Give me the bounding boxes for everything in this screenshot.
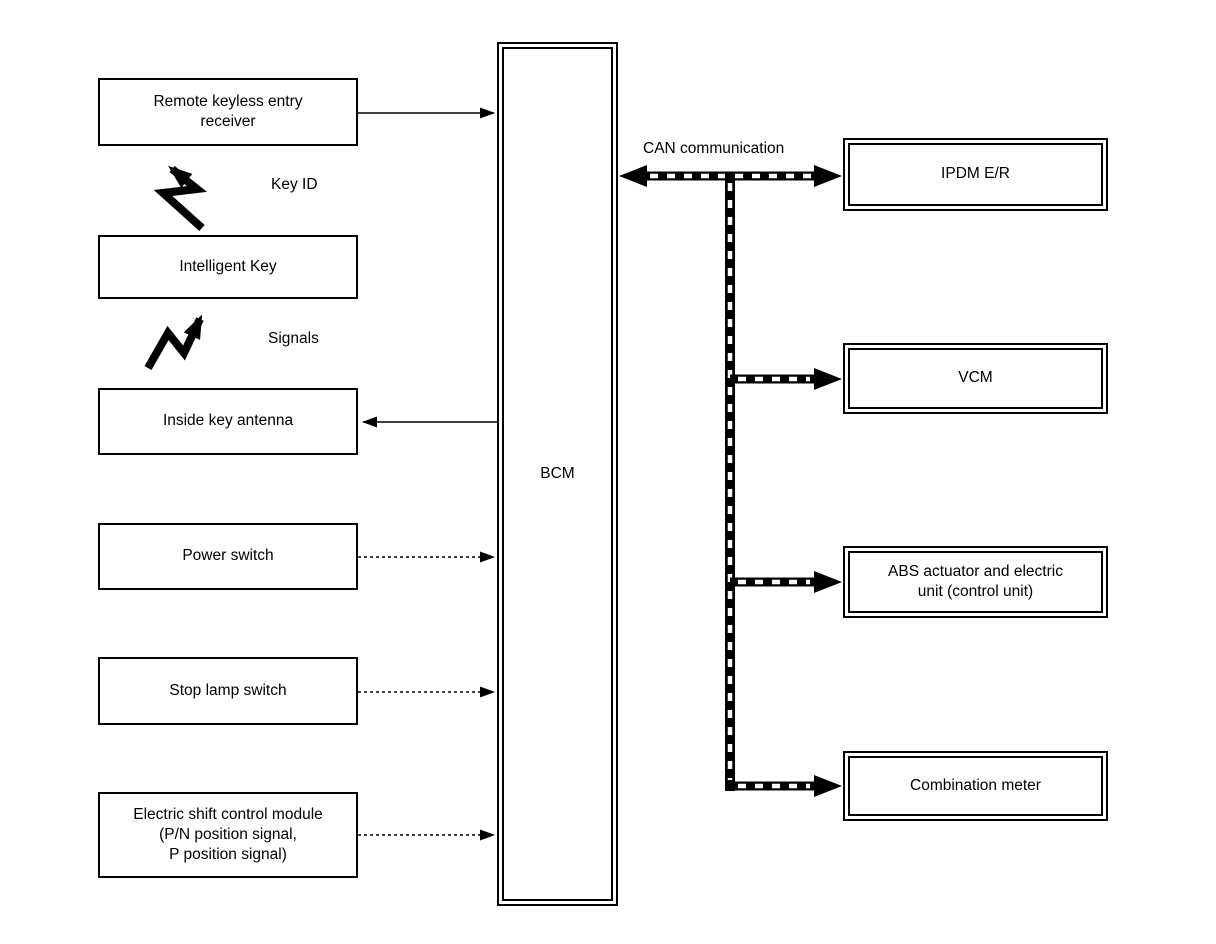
node-bcm: BCM — [497, 42, 618, 906]
node-intelligent-key: Intelligent Key — [98, 235, 358, 299]
key-id-label: Key ID — [271, 176, 318, 193]
node-power-switch: Power switch — [98, 523, 358, 590]
node-label: Power switch — [182, 547, 274, 565]
node-label: Electric shift control module (P/N posit… — [133, 805, 323, 864]
node-inside-key-antenna: Inside key antenna — [98, 388, 358, 455]
node-electric-shift-control-module: Electric shift control module (P/N posit… — [98, 792, 358, 878]
node-ipdm-er: IPDM E/R — [843, 138, 1108, 211]
wireless-zigzag-key-id — [153, 165, 207, 231]
can-branch-abs — [730, 571, 842, 593]
node-abs-actuator: ABS actuator and electric unit (control … — [843, 546, 1108, 618]
node-label: Remote keyless entry receiver — [153, 92, 303, 130]
node-label: Inside key antenna — [162, 412, 294, 430]
node-label: IPDM E/R — [941, 165, 1010, 183]
node-stop-lamp-switch: Stop lamp switch — [98, 657, 358, 725]
can-branch-combination-meter — [730, 775, 842, 797]
node-label: Stop lamp switch — [169, 681, 287, 699]
node-remote-keyless-entry-receiver: Remote keyless entry receiver — [98, 78, 358, 146]
node-combination-meter: Combination meter — [843, 751, 1108, 821]
can-branch-vcm — [730, 368, 842, 390]
can-communication-label: CAN communication — [643, 140, 785, 157]
node-label: VCM — [958, 369, 993, 387]
node-label: BCM — [540, 464, 575, 482]
node-label: Combination meter — [910, 776, 1041, 794]
node-vcm: VCM — [843, 343, 1108, 414]
signals-label: Signals — [268, 330, 319, 347]
wireless-zigzag-signals — [144, 314, 204, 370]
node-label: ABS actuator and electric unit (control … — [888, 562, 1063, 600]
node-label: Intelligent Key — [179, 257, 277, 275]
